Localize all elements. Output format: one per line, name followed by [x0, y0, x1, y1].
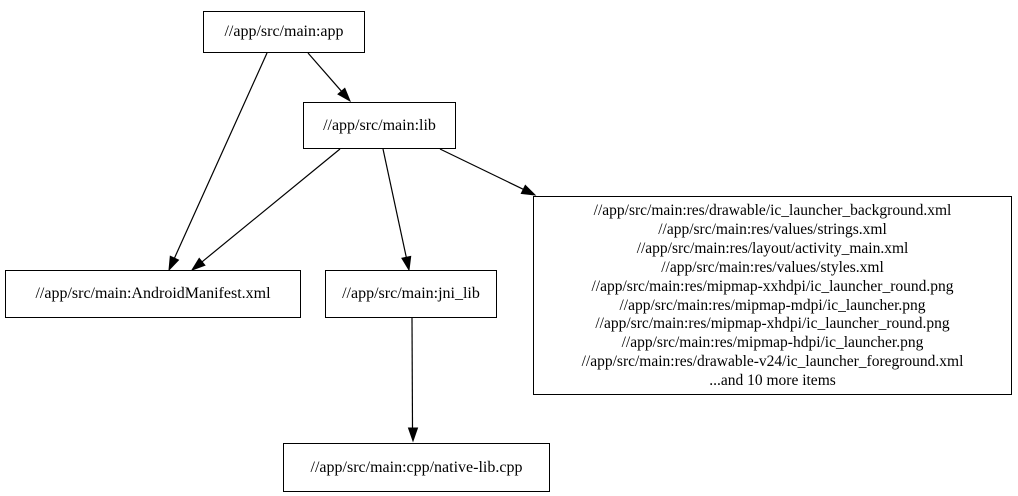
res-group-item: //app/src/main:res/drawable-v24/ic_launc…: [581, 353, 964, 371]
edge-lib-to-jni-lib: [382, 148, 412, 272]
res-group-more-items: ...and 10 more items: [709, 372, 836, 390]
arrowhead: [407, 427, 419, 443]
arrowhead: [401, 255, 412, 272]
res-group-item: //app/src/main:res/drawable/ic_launcher_…: [593, 202, 952, 219]
node-native-lib: //app/src/main:cpp/native-lib.cpp: [283, 443, 550, 492]
arrowhead: [337, 87, 352, 103]
arrowhead: [520, 184, 537, 196]
arrowhead: [168, 255, 180, 272]
node-android-manifest: //app/src/main:AndroidManifest.xml: [5, 270, 301, 318]
node-jni-lib-label: //app/src/main:jni_lib: [342, 285, 480, 302]
edge-jni-lib-to-native-lib: [407, 317, 419, 443]
res-group-item: //app/src/main:res/layout/activity_main.…: [636, 239, 909, 257]
node-app-label: //app/src/main:app: [224, 23, 344, 40]
node-lib-label: //app/src/main:lib: [323, 116, 436, 134]
res-group-item: //app/src/main:res/mipmap-xxhdpi/ic_laun…: [591, 277, 954, 295]
node-android-manifest-label: //app/src/main:AndroidManifest.xml: [35, 285, 271, 302]
res-group-item: //app/src/main:res/values/strings.xml: [658, 220, 887, 238]
edge-app-to-android-manifest: [168, 52, 268, 272]
node-res-group: //app/src/main:res/drawable/ic_launcher_…: [533, 196, 1012, 395]
res-group-item: //app/src/main:res/mipmap-xhdpi/ic_launc…: [595, 315, 950, 333]
res-group-item: //app/src/main:res/mipmap-hdpi/ic_launch…: [621, 334, 924, 352]
node-lib: //app/src/main:lib: [303, 102, 456, 149]
node-native-lib-label: //app/src/main:cpp/native-lib.cpp: [310, 458, 523, 476]
res-group-item: //app/src/main:res/mipmap-mdpi/ic_launch…: [619, 296, 926, 314]
edge-lib-to-android-manifest: [190, 148, 341, 271]
edge-lib-to-res-group: [439, 148, 537, 196]
node-jni-lib: //app/src/main:jni_lib: [325, 270, 497, 318]
edge-app-to-lib: [307, 52, 352, 103]
res-group-item: //app/src/main:res/values/styles.xml: [661, 258, 884, 276]
node-app: //app/src/main:app: [203, 11, 365, 53]
arrowhead: [190, 257, 206, 271]
